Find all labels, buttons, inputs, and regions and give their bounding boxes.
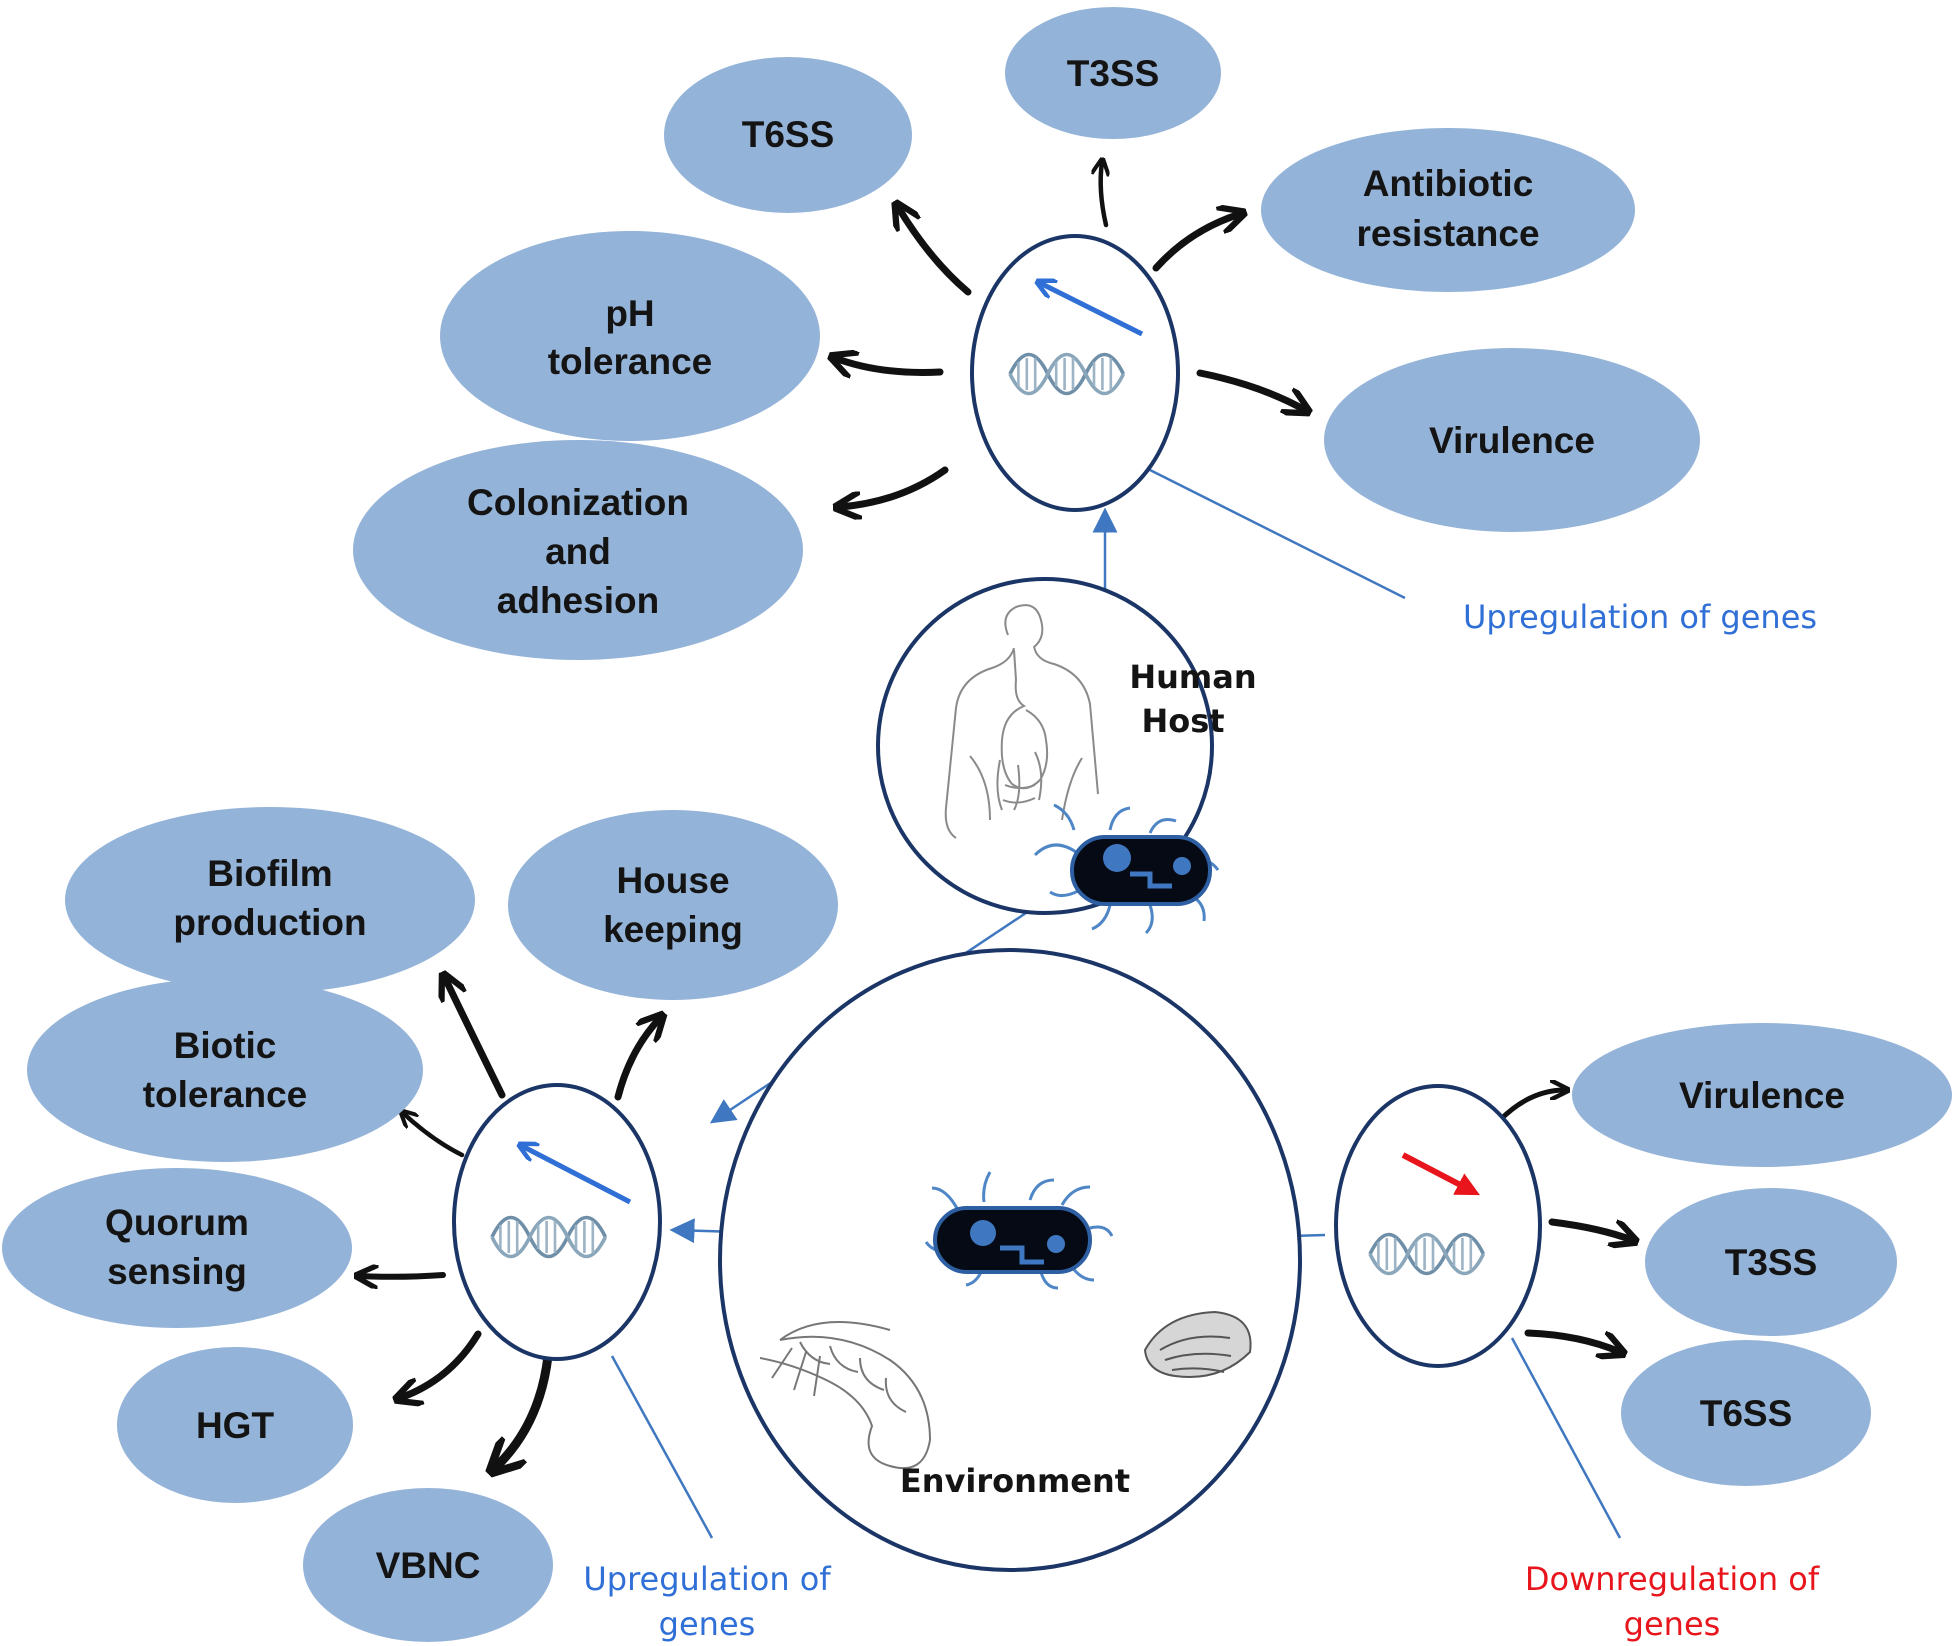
- env-downregulated-gene-cell: [1334, 1084, 1542, 1368]
- environment-label: Environment: [900, 1462, 1130, 1500]
- env-downregulation-callout-line1: Downregulation of: [1525, 1560, 1820, 1598]
- hgt-label: HGT: [196, 1405, 275, 1446]
- ellipse-housekeeping: House keeping: [508, 810, 838, 1000]
- output-arrows: [360, 162, 1632, 1468]
- arrow-to-hgt: [400, 1330, 482, 1398]
- biotic-label-line1: Biotic: [174, 1025, 277, 1066]
- ellipse-hgt: HGT: [117, 1347, 353, 1503]
- bacterium-icon: [924, 1171, 1114, 1290]
- human-body-icon: [944, 604, 1099, 839]
- biofilm-label-line2: production: [173, 902, 366, 943]
- arrow-to-t3ss-right: [1548, 1218, 1632, 1240]
- env-upregulation-leader: [610, 1355, 714, 1539]
- ellipse-t3ss-top: T3SS: [1005, 7, 1221, 139]
- arrow-to-quorum: [360, 1275, 446, 1277]
- arrow-to-t6ss-right: [1524, 1329, 1620, 1352]
- arrow-to-housekeeping: [614, 1018, 660, 1101]
- env-downregulation-callout-line2: genes: [1624, 1605, 1721, 1643]
- human-host-node: Human Host: [876, 577, 1257, 935]
- host-gene-cell: [970, 234, 1180, 512]
- env-downregulation-leader: [1510, 1337, 1622, 1539]
- env-upregulation-callout-line1: Upregulation of: [583, 1560, 831, 1598]
- arrow-to-t3ss-top: [1101, 162, 1106, 228]
- ph-label-line2: tolerance: [548, 341, 713, 382]
- t6ss-label: T6SS: [742, 114, 835, 155]
- colonization-label-line1: Colonization: [467, 482, 689, 523]
- ellipse-quorum-sensing: Quorum sensing: [2, 1168, 352, 1328]
- oyster-icon: [1143, 1310, 1252, 1378]
- ellipse-antibiotic-resistance: Antibiotic resistance: [1261, 128, 1635, 292]
- ellipse-biofilm-production: Biofilm production: [65, 807, 475, 993]
- ellipse-virulence-right: Virulence: [1572, 1023, 1952, 1167]
- biofilm-label-line1: Biofilm: [207, 853, 332, 894]
- env-upregulation-callout-line2: genes: [659, 1605, 756, 1643]
- ellipse-t3ss-right: T3SS: [1645, 1188, 1897, 1336]
- ph-label-line1: pH: [605, 293, 654, 334]
- ellipse-vbnc: VBNC: [303, 1488, 553, 1642]
- arrow-to-biotic: [403, 1113, 465, 1158]
- colonization-label-line3: adhesion: [497, 580, 659, 621]
- housekeeping-label-line1: House: [616, 860, 729, 901]
- ellipse-biotic-tolerance: Biotic tolerance: [27, 978, 423, 1162]
- t3ss-right-label: T3SS: [1725, 1242, 1818, 1283]
- ellipse-t6ss-right: T6SS: [1621, 1340, 1871, 1486]
- human-host-label-line2: Host: [1141, 702, 1224, 740]
- ellipse-colonization-adhesion: Colonization and adhesion: [353, 440, 803, 660]
- env-upregulated-gene-cell: [452, 1083, 662, 1361]
- bacterium-icon: [1033, 803, 1220, 935]
- virulence-right-label: Virulence: [1679, 1075, 1845, 1116]
- upregulation-arrow-icon: [1040, 283, 1144, 337]
- biotic-label-line2: tolerance: [143, 1074, 308, 1115]
- antibiotic-label-line2: resistance: [1356, 213, 1539, 254]
- arrow-to-antibiotic: [1152, 214, 1240, 272]
- antibiotic-label-line1: Antibiotic: [1363, 163, 1534, 204]
- arrow-to-biofilm: [445, 978, 506, 1099]
- ellipse-ph-tolerance: pH tolerance: [440, 231, 820, 441]
- arrow-to-virulence-top: [1196, 369, 1305, 410]
- environment-node: Environment: [718, 948, 1302, 1572]
- arrow-to-ph: [835, 358, 944, 372]
- arrow-to-virulence-right: [1497, 1090, 1565, 1123]
- arrow-to-t6ss-top: [898, 207, 972, 296]
- human-host-label-line1: Human: [1129, 658, 1256, 696]
- vbnc-label: VBNC: [376, 1545, 481, 1586]
- quorum-label-line1: Quorum: [105, 1202, 249, 1243]
- arrow-to-vbnc: [495, 1351, 553, 1468]
- host-upregulation-leader: [1149, 468, 1406, 600]
- arrow-to-colonization: [840, 466, 949, 507]
- virulence-label: Virulence: [1429, 420, 1595, 461]
- t6ss-right-label: T6SS: [1700, 1393, 1793, 1434]
- housekeeping-label-line2: keeping: [603, 909, 743, 950]
- shrimp-icon: [759, 1321, 932, 1470]
- downregulation-arrow-icon: [1401, 1152, 1480, 1196]
- colonization-label-line2: and: [545, 531, 611, 572]
- t3ss-label: T3SS: [1067, 53, 1160, 94]
- ellipse-virulence-top: Virulence: [1324, 348, 1700, 532]
- quorum-label-line2: sensing: [107, 1251, 247, 1292]
- ellipse-t6ss-top: T6SS: [664, 57, 912, 213]
- upregulation-arrow-icon: [522, 1146, 632, 1205]
- host-upregulation-callout: Upregulation of genes: [1463, 598, 1817, 636]
